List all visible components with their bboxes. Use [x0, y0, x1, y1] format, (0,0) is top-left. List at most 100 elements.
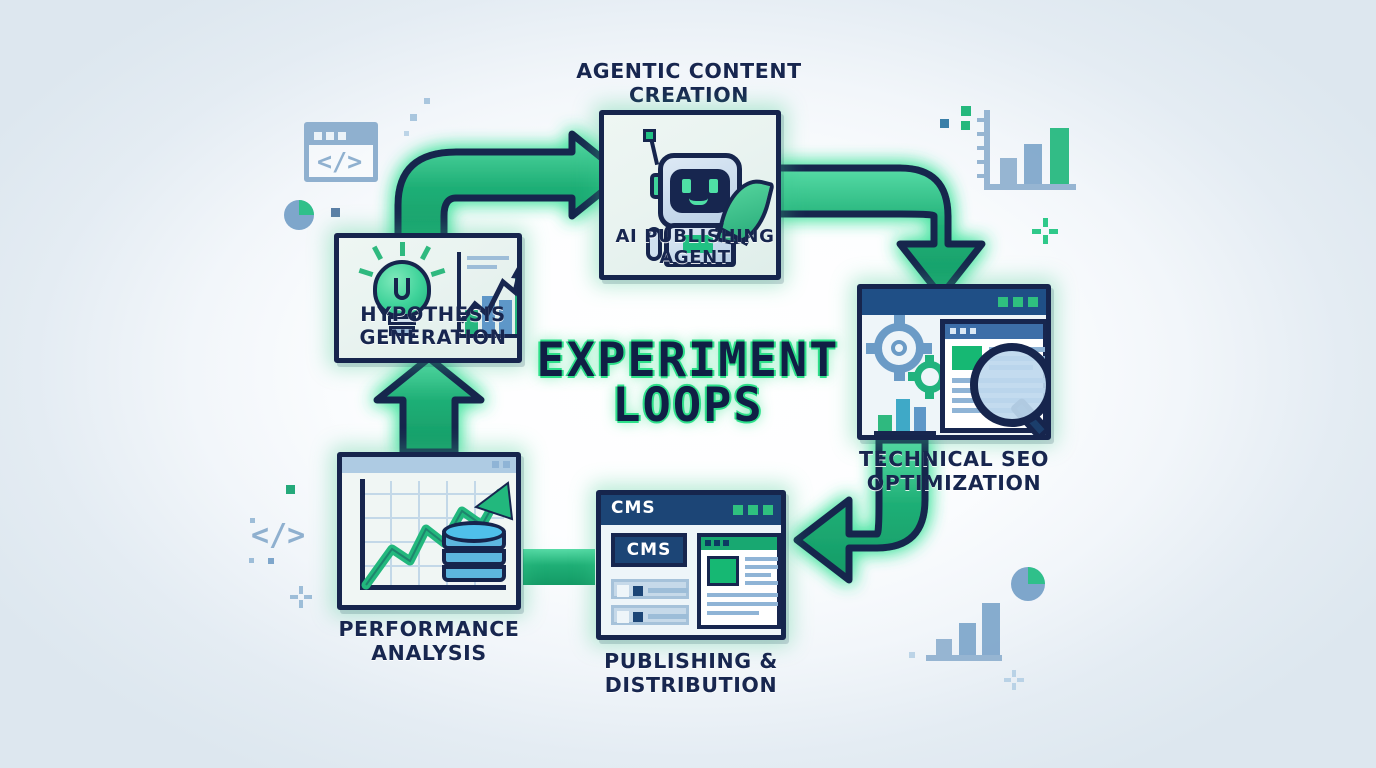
- robot-mouth: [689, 198, 708, 205]
- accent-square: [331, 208, 340, 217]
- sparkle-icon: [1032, 218, 1058, 244]
- accent-square: [961, 121, 970, 130]
- chart-line-placeholder: [467, 265, 497, 269]
- lightbulb-growth-chart-icon: [339, 238, 517, 358]
- cms-browser-titlebar: CMS: [601, 495, 781, 525]
- row-toggle[interactable]: [617, 585, 629, 597]
- card-performance-analysis[interactable]: [337, 452, 521, 610]
- bar-chart-bar: [982, 603, 1000, 655]
- chart-gridline: [364, 517, 504, 519]
- sparkle-icon: [290, 586, 312, 608]
- row-line: [648, 588, 688, 593]
- gear-icon: [866, 315, 932, 381]
- line-chart-database-icon: [342, 473, 516, 605]
- lightbulb-neck: [388, 316, 416, 325]
- preview-line: [745, 573, 771, 577]
- accent-square: [424, 98, 430, 104]
- accent-square: [268, 558, 274, 564]
- preview-dot: [714, 540, 720, 546]
- bulb-ray: [358, 267, 374, 278]
- preview-thumbnail: [707, 556, 739, 586]
- bar-chart-bar: [936, 639, 952, 655]
- gears-magnifier-browser-icon: [862, 315, 1046, 435]
- bar-chart-baseline: [984, 184, 1076, 190]
- preview-titlebar: [701, 537, 777, 550]
- window-dot: [733, 505, 743, 515]
- browser-titlebar: [342, 457, 516, 473]
- bulb-ray: [372, 245, 383, 261]
- arrow-performance-to-hypothesis: [373, 354, 485, 456]
- row-line: [648, 614, 688, 619]
- robot-eye: [709, 179, 718, 193]
- list-item[interactable]: [611, 605, 689, 625]
- chart-gridline: [390, 481, 392, 585]
- window-dot: [1028, 297, 1038, 307]
- bar-chart-icon: [926, 595, 1006, 661]
- accent-square: [249, 558, 254, 563]
- window-controls[interactable]: [492, 461, 510, 468]
- card-technical-seo-optimization[interactable]: [857, 284, 1051, 440]
- node-agentic-content-creation[interactable]: AGENTIC CONTENT CREATION: [576, 59, 801, 280]
- pie-chart-icon: [284, 200, 314, 230]
- bar-chart-bar: [1000, 158, 1017, 184]
- window-controls[interactable]: [998, 297, 1038, 307]
- bar-chart-bar: [959, 623, 976, 655]
- row-toggle[interactable]: [617, 611, 629, 623]
- preview-line: [745, 565, 778, 569]
- accent-square: [250, 518, 255, 523]
- bar-chart-baseline: [926, 655, 1002, 661]
- magnifier-icon: [970, 343, 1046, 427]
- code-window-icon: </>: [304, 122, 378, 182]
- node-publishing-distribution[interactable]: CMS CMS: [596, 490, 786, 697]
- node-heading-publishing-distribution: PUBLISHING & DISTRIBUTION: [604, 649, 778, 697]
- list-item[interactable]: [611, 579, 689, 599]
- window-dot: [763, 505, 773, 515]
- code-glyph-icon: </>: [251, 518, 306, 553]
- chart-gridline: [364, 493, 504, 495]
- preview-line: [707, 602, 778, 606]
- database-segment: [442, 549, 506, 566]
- chart-trend-arrow: [459, 267, 517, 324]
- pie-slice: [1028, 567, 1045, 584]
- accent-square: [410, 114, 417, 121]
- robot-antenna-ball: [643, 129, 656, 142]
- chart-gridline: [364, 565, 504, 567]
- cms-button[interactable]: CMS: [611, 533, 687, 567]
- preview-dot: [723, 540, 729, 546]
- window-controls[interactable]: [733, 505, 773, 515]
- card-agentic-content-creation[interactable]: AI PUBLISHING AGENT: [599, 110, 781, 280]
- inner-window-dot: [950, 328, 956, 334]
- node-technical-seo-optimization[interactable]: TECHNICAL SEO OPTIMIZATION: [857, 284, 1051, 495]
- node-performance-analysis[interactable]: PERFORMANCE ANALYSIS: [337, 452, 521, 665]
- accent-square: [909, 652, 915, 658]
- bar-chart-bar: [1024, 144, 1042, 184]
- preview-window: [697, 533, 781, 629]
- robot-arm: [646, 227, 662, 261]
- preview-line: [745, 557, 778, 561]
- code-window-dot: [338, 132, 346, 140]
- arrow-publishing-to-performance: [523, 549, 595, 585]
- card-publishing-distribution[interactable]: CMS CMS: [596, 490, 786, 640]
- accent-square: [286, 485, 295, 494]
- window-dot: [503, 461, 510, 468]
- pie-chart-icon: [1011, 567, 1045, 601]
- cms-window-title: CMS: [611, 498, 656, 518]
- card-hypothesis-generation[interactable]: HYPOTHESIS GENERATION: [334, 233, 522, 363]
- accent-square: [961, 106, 971, 116]
- page-title: EXPERIMENT LOOPS: [536, 333, 840, 434]
- window-dot: [1013, 297, 1023, 307]
- mini-chart-bar: [914, 407, 926, 431]
- node-heading-performance-analysis: PERFORMANCE ANALYSIS: [338, 617, 520, 665]
- mini-chart-axis: [874, 431, 936, 435]
- node-hypothesis-generation[interactable]: HYPOTHESIS GENERATION: [334, 233, 522, 363]
- arrow-agentic-to-seo: [772, 164, 986, 300]
- node-heading-technical-seo-optimization: TECHNICAL SEO OPTIMIZATION: [858, 447, 1050, 495]
- code-window-dot: [314, 132, 322, 140]
- node-heading-agentic-content-creation: AGENTIC CONTENT CREATION: [576, 59, 802, 107]
- arrow-seo-to-publishing: [793, 436, 929, 584]
- lightbulb-filament: [394, 278, 410, 300]
- chart-line-placeholder: [467, 256, 509, 260]
